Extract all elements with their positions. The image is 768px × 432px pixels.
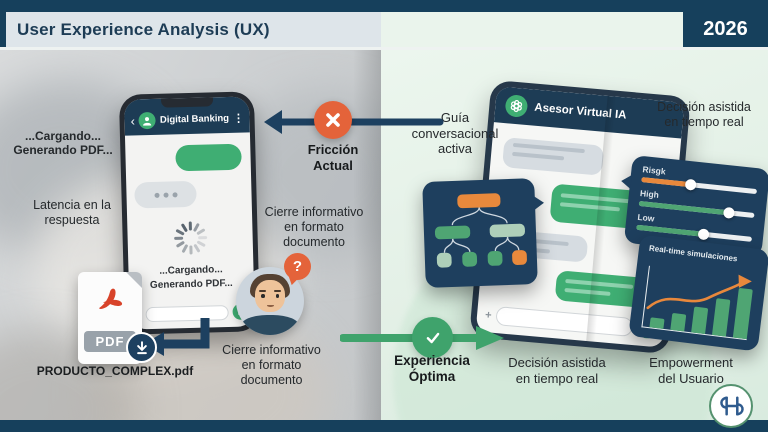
optimal-arrow-icon [340, 326, 504, 350]
typing-dot [153, 192, 160, 198]
right-panel-optimal-experience: Guía conversacional activa Asesor Virtua… [381, 50, 768, 420]
brand-logo [709, 384, 753, 428]
trend-arrow-icon [646, 274, 752, 310]
header-bar: User Experience Analysis (UX) [6, 12, 381, 47]
panel-tail [620, 173, 632, 189]
typing-dot [171, 191, 178, 197]
question-mark: ? [292, 258, 303, 275]
page-title: User Experience Analysis (UX) [17, 19, 270, 39]
app-header: ‹ Digital Banking ⋮ [124, 96, 250, 136]
friction-label: Fricción Actual [307, 142, 359, 173]
confused-user-avatar [236, 267, 304, 335]
app-title: Digital Banking [159, 112, 230, 126]
avatar-icon [138, 111, 157, 130]
success-icon [412, 317, 453, 358]
chart-bar [649, 317, 665, 329]
loading-spinner-icon [172, 220, 209, 262]
menu-icon[interactable]: ⋮ [232, 112, 245, 125]
phone-notch [160, 97, 213, 108]
typing-indicator-bubble [134, 180, 197, 209]
avatar-shirt [241, 315, 299, 335]
panel-tail [533, 195, 545, 211]
closure-caption-bottom: Cierre informativo en formato documento [222, 343, 321, 387]
loading-caption: ...Cargando... Generando PDF... [13, 129, 113, 158]
latency-caption: Latencia en la respuesta [33, 198, 111, 227]
back-icon[interactable]: ‹ [130, 113, 136, 129]
error-icon [314, 101, 352, 139]
plus-icon[interactable]: + [484, 308, 493, 322]
closure-caption-top: Cierre informativo en formato documento [264, 205, 364, 249]
decision-caption-bottom: Decisión asistida en tiempo real [508, 355, 606, 386]
decision-caption-top: Decisión asistida en tiempo real [657, 100, 751, 129]
chat-bubble-received [502, 137, 605, 176]
friction-arrow-icon [264, 110, 444, 134]
chat-bubble-sent [175, 143, 242, 172]
slider-knob[interactable] [684, 178, 697, 191]
page-fold [126, 272, 142, 288]
header-bar-right [381, 12, 683, 47]
slider-knob[interactable] [723, 206, 736, 219]
year-badge: 2026 [703, 18, 748, 40]
pdf-badge: PDF [84, 331, 136, 352]
typing-dot [162, 192, 169, 198]
acrobat-logo-icon [99, 288, 123, 309]
message-input[interactable] [495, 306, 634, 337]
decision-tree-panel [422, 178, 545, 288]
footer-bar [0, 420, 768, 432]
optimal-label: Experiencia Óptima [394, 353, 470, 385]
simulation-chart-panel: Real-time simulaciones [628, 234, 768, 352]
slider-knob[interactable] [697, 228, 710, 241]
ai-logo-icon [504, 94, 529, 118]
question-bubble: ? [284, 253, 311, 280]
avatar-face [255, 280, 285, 312]
empowerment-caption: Empowerment del Usuario [649, 355, 733, 386]
pdf-filename: PRODUCTO_COMPLEX.pdf [36, 364, 194, 378]
decision-tree-icon [434, 193, 527, 268]
header-divider [0, 47, 768, 50]
phone-screen: ‹ Digital Banking ⋮ [124, 96, 255, 330]
loading-text: ...Cargando... Generando PDF... [149, 264, 233, 292]
panel-edge-shadow [353, 50, 381, 420]
guide-caption: Guía conversacional activa [411, 110, 499, 157]
ai-app-header: Asesor Virtual IA [493, 86, 685, 139]
download-button[interactable] [126, 332, 157, 363]
